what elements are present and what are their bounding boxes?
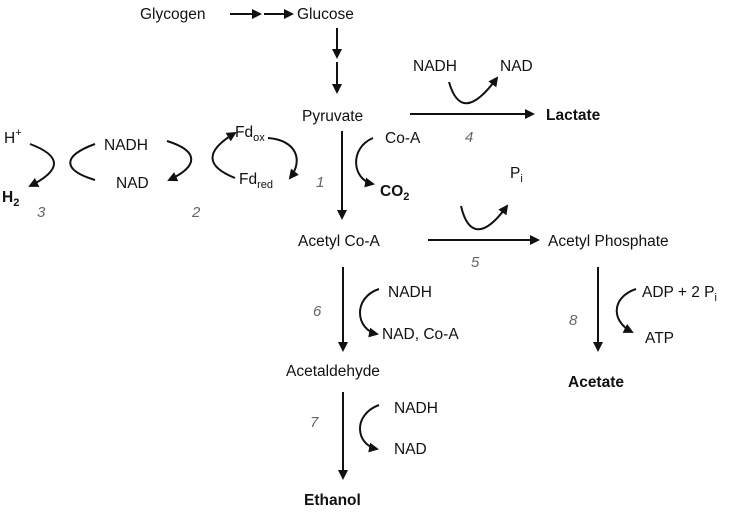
nad-h2-label: NAD <box>116 175 149 192</box>
pi-in-curve <box>460 204 509 231</box>
co2-label: CO2 <box>380 183 409 203</box>
nadh-7-label: NADH <box>394 400 438 417</box>
h2-label: H2 <box>2 189 19 209</box>
nadh-to-nad-coa-curve <box>359 288 380 338</box>
h-plus-label: H+ <box>4 127 22 147</box>
acetate-label: Acetate <box>568 374 624 391</box>
adp-label: ADP + 2 Pi <box>642 284 717 304</box>
nadh-to-nad-fd-curve <box>166 140 193 182</box>
nadh-h2-label: NADH <box>104 137 148 154</box>
nadh-to-nad-lactate-curve <box>448 76 499 105</box>
nadh-to-nad-ethanol-curve <box>359 404 380 453</box>
pyruvate-label: Pyruvate <box>302 108 363 125</box>
lactate-label: Lactate <box>546 107 601 124</box>
nad-coa-6-label: NAD, Co-A <box>382 326 459 343</box>
step-number: 7 <box>310 414 319 431</box>
adp-to-atp-curve <box>615 288 637 333</box>
nad-7-label: NAD <box>394 441 427 458</box>
fd-red-to-fd-ox-curve <box>211 131 237 179</box>
fd-ox-to-fd-red-curve <box>267 137 299 180</box>
step-number: 5 <box>471 254 480 271</box>
step-number: 6 <box>313 303 322 320</box>
pi-label: Pi <box>510 165 523 185</box>
step-number: 2 <box>191 204 201 221</box>
acetaldehyde-label: Acetaldehyde <box>286 363 380 380</box>
glucose-label: Glucose <box>297 6 354 23</box>
step-number: 1 <box>316 174 324 191</box>
nadh-lactate-label: NADH <box>413 58 457 75</box>
atp-label: ATP <box>645 330 674 347</box>
nadh-6-label: NADH <box>388 284 432 301</box>
step-number: 4 <box>465 129 473 146</box>
acetyl-coa-label: Acetyl Co-A <box>298 233 380 250</box>
fd-red-label: Fdred <box>239 171 273 191</box>
step-number: 8 <box>569 312 578 329</box>
nad-lactate-label: NAD <box>500 58 533 75</box>
step-number: 3 <box>37 204 46 221</box>
glycogen-label: Glycogen <box>140 6 205 23</box>
acetyl-phosphate-label: Acetyl Phosphate <box>548 233 669 250</box>
h-plus-to-h2-curve <box>28 143 55 187</box>
coa-to-co2-curve <box>355 137 375 188</box>
fd-ox-label: Fdox <box>235 124 265 144</box>
nadh-to-nad-cross-curve <box>69 143 96 181</box>
coa-label: Co-A <box>385 130 421 147</box>
ethanol-label: Ethanol <box>304 492 361 509</box>
